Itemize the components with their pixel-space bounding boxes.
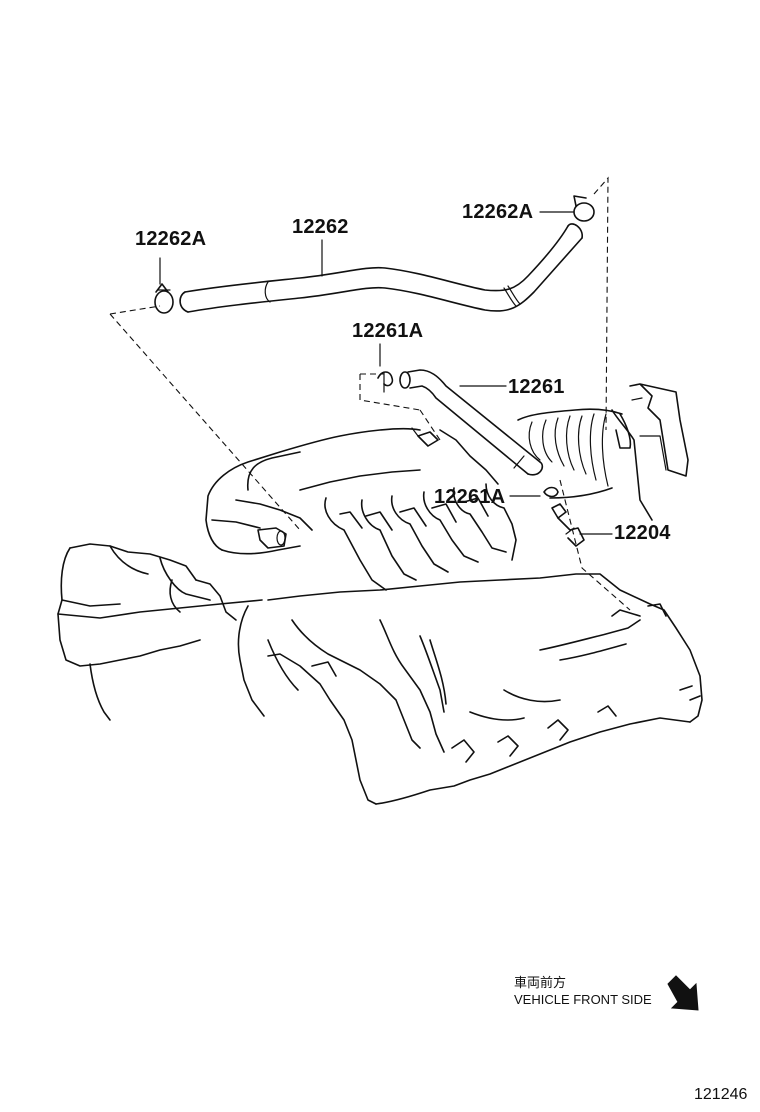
clip-12262A-right: [539, 195, 595, 222]
air-intake-duct: [517, 383, 689, 521]
arrow-down-right-icon: [667, 975, 699, 1011]
clip-12262A-left: [154, 257, 174, 314]
part-label-12262: 12262: [292, 216, 349, 238]
hose-12261: [399, 369, 544, 476]
part-label-12204: 12204: [614, 522, 671, 544]
part-label-12261: 12261: [508, 376, 565, 398]
engine-block: [57, 427, 703, 805]
part-label-12261A-top: 12261A: [352, 320, 424, 342]
part-label-12262A-left: 12262A: [135, 228, 207, 250]
pcv-valve-12204: [551, 503, 613, 547]
hose-12262: [179, 223, 583, 313]
clip-12261A-top: [377, 343, 394, 393]
diagram-reference-number: 121246: [694, 1086, 748, 1103]
vehicle-front-label-japanese: 車両前方: [514, 975, 567, 990]
part-label-12261A-bottom: 12261A: [434, 486, 506, 508]
part-label-12262A-right: 12262A: [462, 201, 534, 223]
vehicle-front-label-english: VEHICLE FRONT SIDE: [514, 992, 652, 1007]
clip-12261A-bottom: [509, 486, 559, 498]
